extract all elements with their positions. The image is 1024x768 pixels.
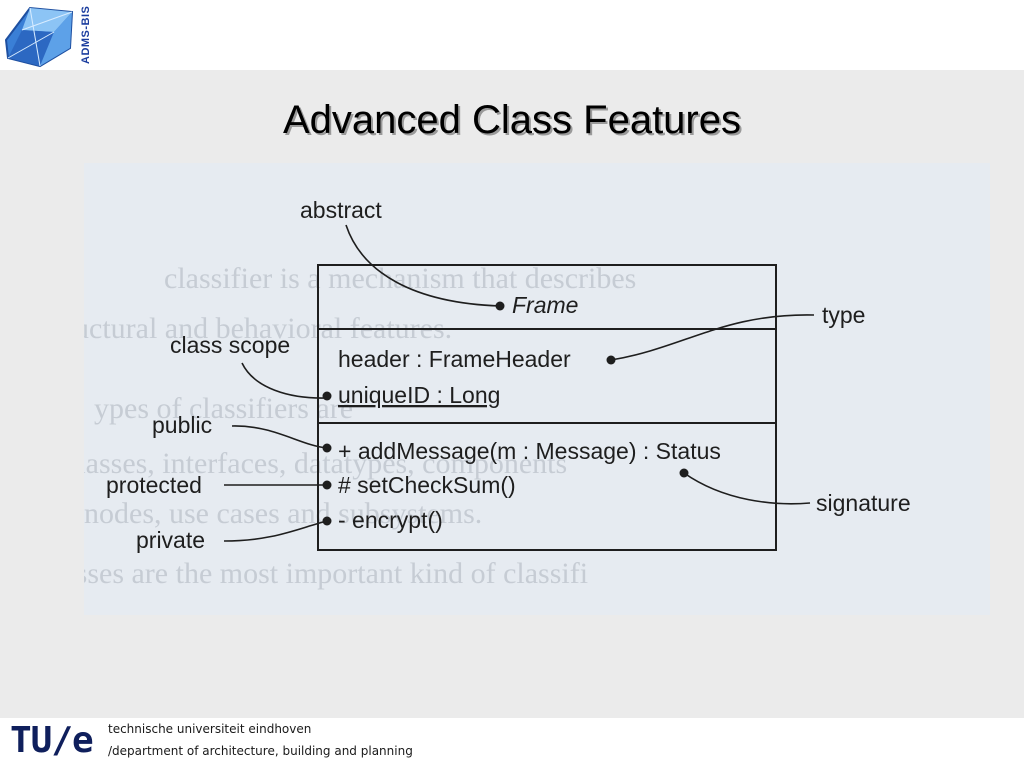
- label-protected: protected: [106, 472, 202, 498]
- bg-text-line: nodes, use cases and subsystems.: [84, 497, 482, 530]
- operation-setchecksum: # setCheckSum(): [338, 472, 516, 498]
- label-private: private: [136, 527, 205, 553]
- anchor-dot: [322, 391, 332, 401]
- anchor-dot: [322, 443, 332, 453]
- department-name: /department of architecture, building an…: [108, 744, 413, 758]
- leader-public: [231, 425, 328, 449]
- leader-signature: [683, 472, 811, 505]
- leader-private: [223, 520, 328, 542]
- label-class-scope: class scope: [170, 332, 290, 358]
- top-header-band: [0, 0, 1024, 70]
- label-public: public: [152, 412, 212, 438]
- adms-bis-logo: ADMS-BIS: [0, 0, 110, 70]
- operation-addmessage: + addMessage(m : Message) : Status: [338, 438, 721, 464]
- anchor-dot: [322, 480, 332, 490]
- leader-abstract: [345, 224, 501, 307]
- anchor-dot: [679, 468, 689, 478]
- footer-band: [0, 718, 1024, 768]
- crystal-cube-icon: [4, 6, 74, 68]
- anchor-dot: [606, 355, 616, 365]
- label-abstract: abstract: [300, 197, 382, 223]
- anchor-dot: [322, 516, 332, 526]
- label-signature: signature: [816, 490, 911, 516]
- operation-encrypt: - encrypt(): [338, 507, 443, 533]
- university-name: technische universiteit eindhoven: [108, 722, 312, 736]
- logo-text: ADMS-BIS: [80, 5, 92, 65]
- attribute-header: header : FrameHeader: [338, 346, 571, 372]
- bg-text-line: ypes of classifiers are: [94, 392, 353, 425]
- leader-class-scope: [241, 362, 328, 399]
- uml-diagram-svg: classifier is a mechanism that describes…: [84, 197, 911, 590]
- class-name: Frame: [512, 292, 578, 318]
- bg-text-line: lasses are the most important kind of cl…: [84, 557, 588, 590]
- tue-logo: TU/e: [10, 720, 94, 761]
- bg-text-line: classes, interfaces, datatypes, componen…: [84, 447, 567, 480]
- class-box: [317, 264, 777, 551]
- bg-text-line: classifier is a mechanism that describes: [164, 262, 636, 295]
- slide-title: Advanced Class Features: [282, 98, 741, 142]
- label-type: type: [822, 302, 865, 328]
- uml-class-figure: classifier is a mechanism that describes…: [84, 163, 990, 615]
- anchor-dot: [495, 301, 505, 311]
- leader-type: [610, 314, 815, 361]
- attribute-uniqueid: uniqueID : Long: [338, 382, 500, 408]
